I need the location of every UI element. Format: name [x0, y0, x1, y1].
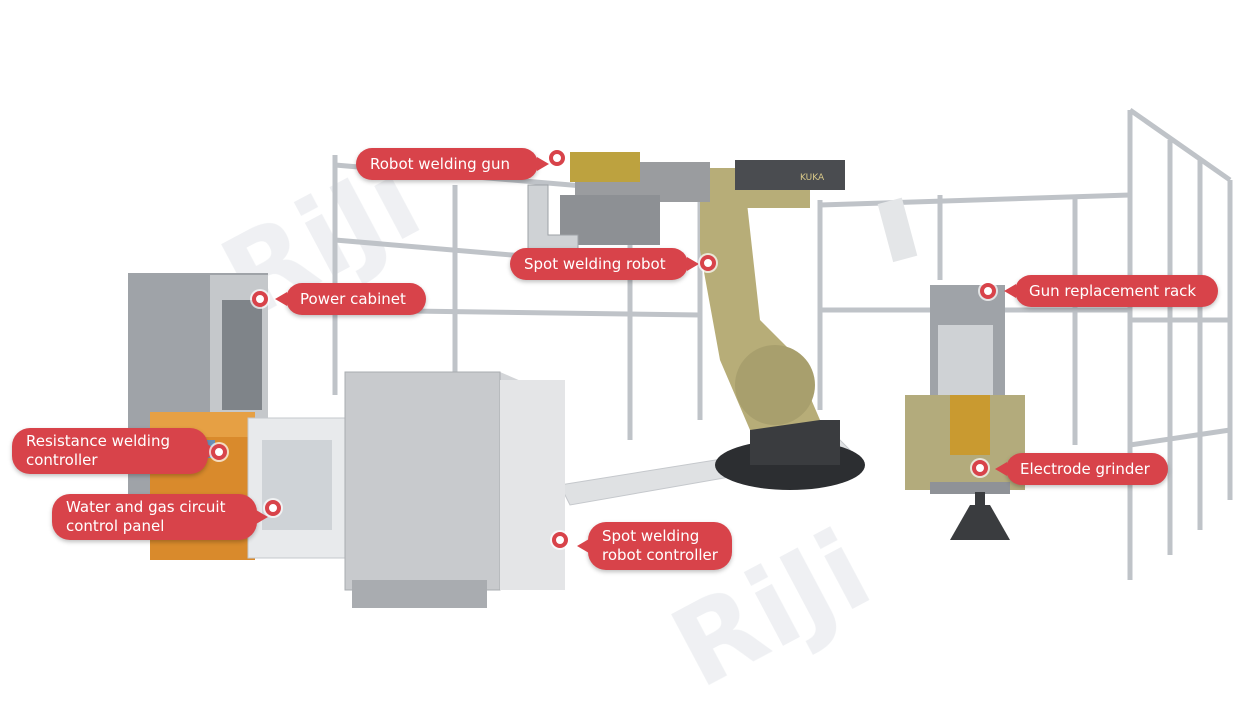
label-resistance-welding-controller: Resistance welding controller	[12, 428, 219, 474]
label-spot-welding-robot: Spot welding robot	[510, 248, 699, 280]
label-water-gas-panel: Water and gas circuit control panel	[52, 494, 268, 540]
robot-brand-text: KUKA	[800, 173, 825, 183]
label-text: Gun replacement rack	[1029, 281, 1197, 300]
label-robot-welding-gun: Robot welding gun	[356, 148, 549, 180]
label-text-line-1: Water and gas circuit	[66, 498, 226, 516]
label-electrode-grinder: Electrode grinder	[995, 453, 1168, 485]
water-gas-panel	[247, 417, 349, 559]
marker-spot-welding-robot-controller	[552, 532, 568, 548]
label-text: Electrode grinder	[1020, 459, 1150, 478]
gun-replacement-rack	[877, 197, 1005, 405]
label-text-line-2: robot controller	[602, 546, 718, 564]
label-text-line-2: controller	[26, 451, 98, 469]
label-text-line-1: Resistance welding	[26, 432, 170, 450]
label-text: Spot welding robot	[524, 254, 666, 273]
label-text-line-2: control panel	[66, 517, 165, 535]
label-gun-replacement-rack: Gun replacement rack	[1004, 275, 1218, 307]
marker-water-gas-panel	[265, 500, 281, 516]
marker-electrode-grinder	[972, 460, 988, 476]
marker-gun-replacement-rack	[980, 283, 996, 299]
label-text: Power cabinet	[300, 289, 406, 308]
label-text-line-1: Spot welding	[602, 527, 700, 545]
marker-resistance-welding-controller	[211, 444, 227, 460]
label-power-cabinet: Power cabinet	[275, 283, 426, 315]
marker-power-cabinet	[252, 291, 268, 307]
label-text: Robot welding gun	[370, 154, 510, 173]
label-spot-welding-robot-controller: Spot welding robot controller	[577, 522, 732, 570]
robot-controller-cabinet	[344, 371, 565, 608]
welding-gun	[527, 152, 640, 251]
spot-welding-robot: KUKA	[560, 160, 865, 490]
marker-robot-welding-gun	[549, 150, 565, 166]
marker-spot-welding-robot	[700, 255, 716, 271]
